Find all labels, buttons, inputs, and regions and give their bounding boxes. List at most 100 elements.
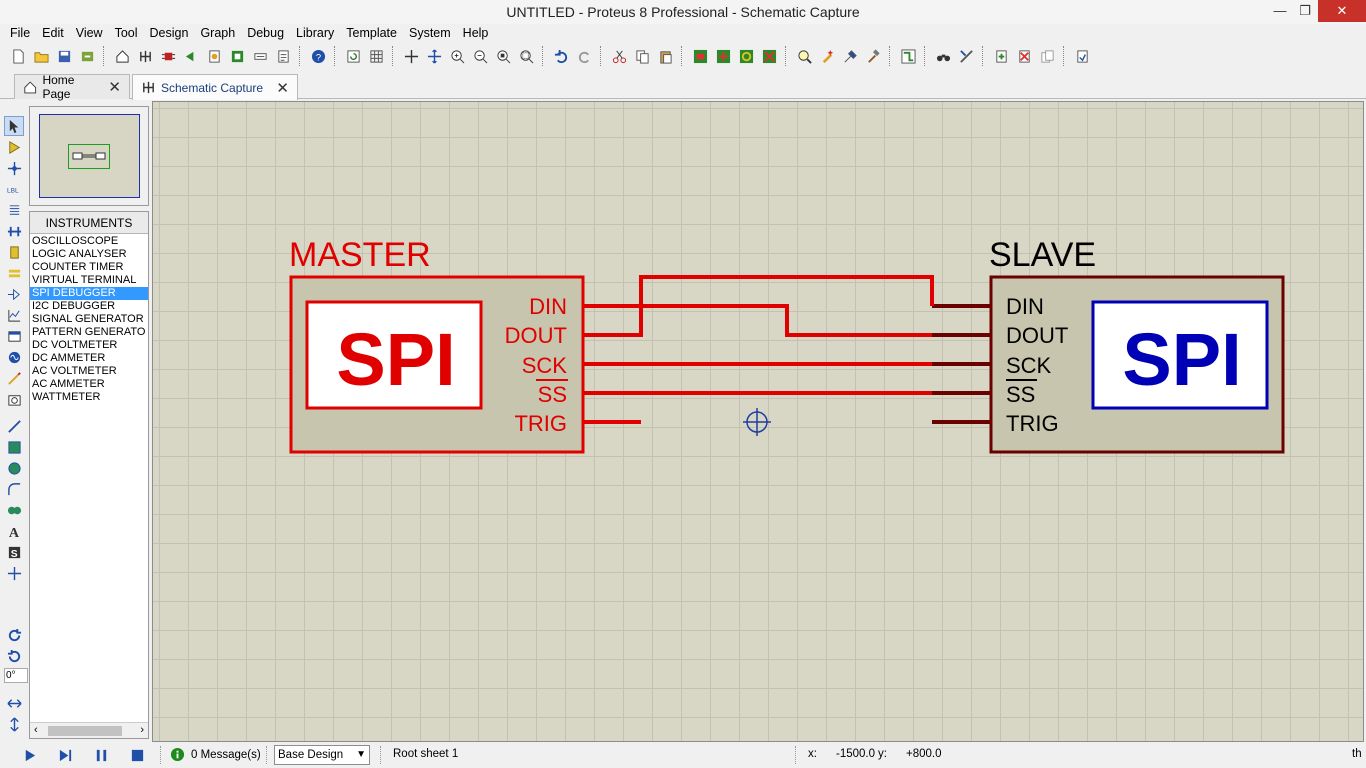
line-mode-button[interactable] <box>4 416 24 436</box>
home-button[interactable] <box>112 46 133 67</box>
3d-view-button[interactable] <box>181 46 202 67</box>
rotation-angle-field[interactable] <box>4 668 28 683</box>
help-button[interactable]: ? <box>308 46 329 67</box>
wire-din-to-dout[interactable] <box>583 304 932 337</box>
block-move-button[interactable] <box>713 46 734 67</box>
menu-template[interactable]: Template <box>346 26 397 40</box>
wire-autorouter-button[interactable] <box>898 46 919 67</box>
symbol-mode-button[interactable]: S <box>4 542 24 562</box>
rotate-anticlockwise-button[interactable] <box>4 646 24 666</box>
wire-label-button[interactable]: LBL <box>4 179 24 199</box>
junction-dot-button[interactable] <box>4 158 24 178</box>
list-item[interactable]: SIGNAL GENERATOR <box>32 313 144 325</box>
schematic-canvas[interactable]: MASTER SPI DIN DOUT SCK SS TRIG SLAVE SP… <box>152 101 1364 742</box>
refresh-button[interactable] <box>343 46 364 67</box>
block-rotate-button[interactable] <box>736 46 757 67</box>
tab-home-page[interactable]: Home Page ✕ <box>14 73 130 101</box>
zoom-all-button[interactable] <box>493 46 514 67</box>
gerber-button[interactable] <box>204 46 225 67</box>
block-copy-button[interactable] <box>690 46 711 67</box>
netlist-button[interactable] <box>1072 46 1093 67</box>
tape-recorder-button[interactable] <box>4 326 24 346</box>
list-item[interactable]: VIRTUAL TERMINAL <box>32 274 137 286</box>
component-mode-button[interactable] <box>4 137 24 157</box>
copy-button[interactable] <box>632 46 653 67</box>
menu-tool[interactable]: Tool <box>114 26 138 40</box>
overview-viewport-box[interactable] <box>68 144 110 169</box>
redo-button[interactable] <box>574 46 595 67</box>
rotate-clockwise-button[interactable] <box>4 625 24 645</box>
list-item[interactable]: AC VOLTMETER <box>32 365 117 377</box>
paste-button[interactable] <box>655 46 676 67</box>
tab-home-close-icon[interactable]: ✕ <box>108 79 121 96</box>
cut-button[interactable] <box>609 46 630 67</box>
wire-dout-to-din[interactable] <box>583 275 934 337</box>
step-button[interactable] <box>57 747 73 763</box>
tab-schematic-close-icon[interactable]: ✕ <box>276 79 289 97</box>
origin-button[interactable] <box>401 46 422 67</box>
menu-edit[interactable]: Edit <box>42 26 64 40</box>
mirror-vertical-button[interactable] <box>4 714 24 734</box>
pause-button[interactable] <box>93 747 109 763</box>
horizontal-scrollbar[interactable]: ‹ › <box>30 722 148 738</box>
pick-parts-button[interactable] <box>794 46 815 67</box>
path-mode-button[interactable] <box>4 500 24 520</box>
selection-mode-button[interactable] <box>4 116 24 136</box>
grid-toggle-button[interactable] <box>366 46 387 67</box>
pcb-button[interactable] <box>158 46 179 67</box>
scrollbar-thumb[interactable] <box>48 726 122 736</box>
list-item-selected[interactable]: SPI DEBUGGER <box>30 287 148 300</box>
menu-graph[interactable]: Graph <box>200 26 236 40</box>
block-delete-button[interactable] <box>759 46 780 67</box>
list-item[interactable]: PATTERN GENERATO <box>32 326 146 338</box>
search-tag-button[interactable] <box>933 46 954 67</box>
play-button[interactable] <box>21 747 37 763</box>
text-script-button[interactable] <box>4 200 24 220</box>
voltage-probe-button[interactable] <box>4 368 24 388</box>
menu-library[interactable]: Library <box>296 26 335 40</box>
open-file-button[interactable] <box>31 46 52 67</box>
menu-design[interactable]: Design <box>149 26 189 40</box>
remove-sheet-button[interactable] <box>1014 46 1035 67</box>
spi-wires[interactable] <box>583 275 934 424</box>
close-button[interactable]: ✕ <box>1318 0 1366 22</box>
mirror-horizontal-button[interactable] <box>4 693 24 713</box>
list-item[interactable]: COUNTER TIMER <box>32 261 124 273</box>
notes-button[interactable] <box>273 46 294 67</box>
design-explorer-button[interactable] <box>227 46 248 67</box>
zoom-in-button[interactable] <box>447 46 468 67</box>
packaging-tool-button[interactable] <box>840 46 861 67</box>
text-mode-button[interactable]: A <box>4 521 24 541</box>
zoom-out-button[interactable] <box>470 46 491 67</box>
list-item[interactable]: AC AMMETER <box>32 378 105 390</box>
subcircuit-button[interactable] <box>4 242 24 262</box>
undo-button[interactable] <box>551 46 572 67</box>
scroll-left-icon[interactable]: ‹ <box>34 724 38 736</box>
make-device-button[interactable] <box>817 46 838 67</box>
schematic-button[interactable] <box>135 46 156 67</box>
property-tool-button[interactable] <box>956 46 977 67</box>
list-item[interactable]: OSCILLOSCOPE <box>32 235 119 247</box>
list-item[interactable]: LOGIC ANALYSER <box>32 248 127 260</box>
menu-system[interactable]: System <box>408 26 451 40</box>
list-item[interactable]: DC AMMETER <box>32 352 106 364</box>
maximize-button[interactable]: ❐ <box>1299 3 1311 18</box>
message-indicator[interactable]: 0 Message(s) <box>170 747 261 762</box>
overview-window[interactable] <box>29 106 149 206</box>
pan-button[interactable] <box>424 46 445 67</box>
virtual-instruments-button[interactable] <box>4 389 24 409</box>
device-pins-button[interactable] <box>4 284 24 304</box>
import-button[interactable] <box>77 46 98 67</box>
graph-mode-button[interactable] <box>4 305 24 325</box>
save-button[interactable] <box>54 46 75 67</box>
exit-to-parent-button[interactable] <box>1037 46 1058 67</box>
design-variant-select[interactable]: Base Design ▼ <box>274 745 370 765</box>
scroll-right-icon[interactable]: › <box>140 724 144 736</box>
bom-button[interactable] <box>250 46 271 67</box>
terminals-button[interactable] <box>4 263 24 283</box>
box-mode-button[interactable] <box>4 437 24 457</box>
generator-mode-button[interactable] <box>4 347 24 367</box>
menu-help[interactable]: Help <box>462 26 489 40</box>
marker-mode-button[interactable] <box>4 563 24 583</box>
minimize-button[interactable]: — <box>1273 3 1287 18</box>
